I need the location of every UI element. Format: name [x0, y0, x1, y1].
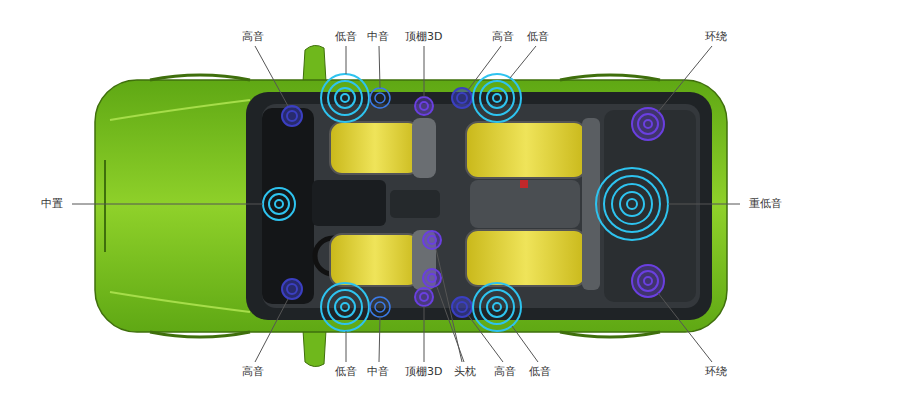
speaker-label: 头枕	[453, 365, 477, 379]
speaker-label: 低音	[526, 30, 550, 44]
speaker-label: 环绕	[704, 30, 728, 44]
speaker-label: 高音	[493, 365, 517, 379]
speaker-label: 低音	[334, 30, 358, 44]
speaker-label: 高音	[241, 30, 265, 44]
speaker-label: 高音	[491, 30, 515, 44]
speaker-label: 低音	[334, 365, 358, 379]
speaker-label: 高音	[241, 365, 265, 379]
leader-lines	[72, 46, 740, 362]
speaker-label: 中音	[366, 30, 390, 44]
speaker-label: 环绕	[704, 365, 728, 379]
speaker-label: 低音	[528, 365, 552, 379]
speaker-label: 顶棚3D	[404, 365, 443, 379]
speaker-label: 中置	[40, 197, 64, 211]
speaker-label: 中音	[366, 365, 390, 379]
speaker-label: 重低音	[748, 197, 783, 211]
speaker-label: 顶棚3D	[404, 30, 443, 44]
